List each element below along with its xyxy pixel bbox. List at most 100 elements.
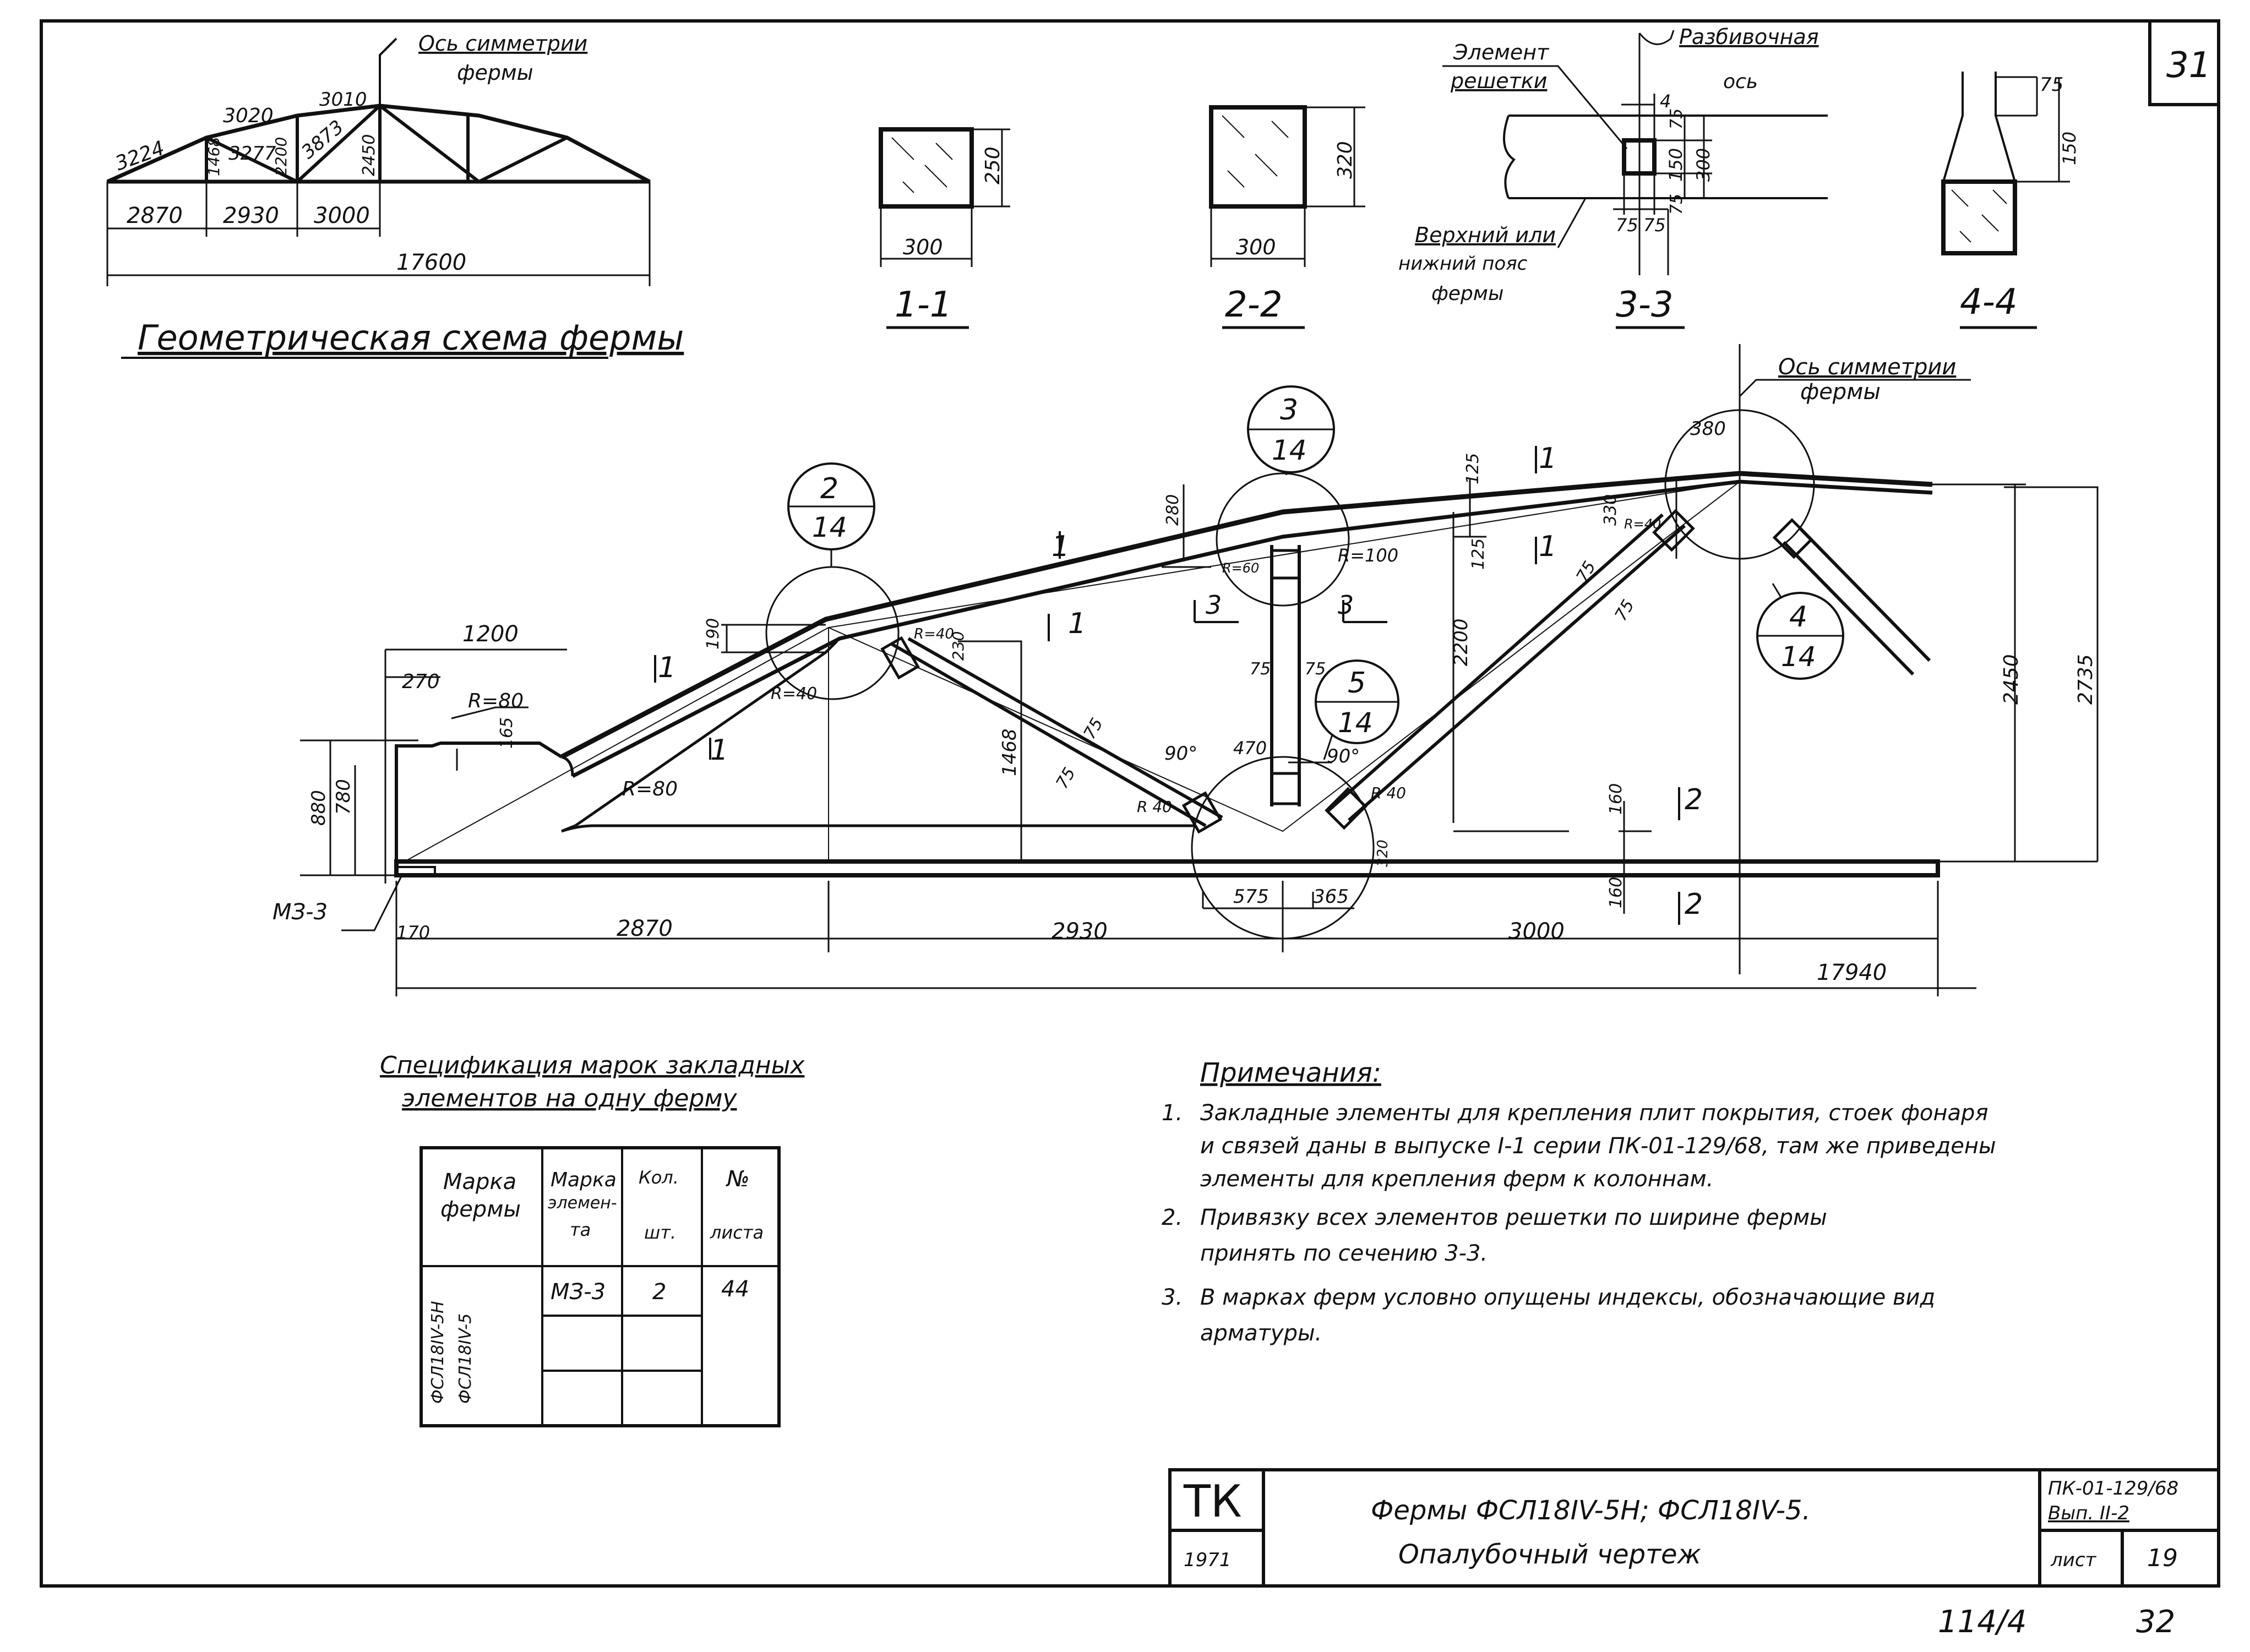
s33-d5: 75 [1616,215,1638,236]
dim-deg2: 90° [1327,745,1360,767]
geom-upper-2: 3020 [223,105,274,127]
dim-r40a: R=40 [771,684,817,704]
geom-title: Геометрическая схема фермы [138,318,684,358]
note-1-n: 1. [1162,1100,1183,1126]
s33-element-1: Элемент [1453,40,1550,64]
s44-d2: 150 [2059,132,2080,165]
geom-diag-1: 3277 [228,143,276,165]
s33-axis-2: ось [1723,70,1758,93]
dim-span-1: 2870 [617,916,673,941]
geom-axis-label-2: фермы [457,61,533,85]
dim-125b: 125 [1469,538,1488,570]
dim-r40b: R=40 [914,626,954,642]
notes-title: Примечания: [1200,1057,1381,1088]
section-1-1: 300 250 1-1 [879,127,1010,329]
callout-4-sheet: 14 [1781,641,1816,673]
callout-3-num: 3 [1280,394,1298,427]
note-3-l2: арматуры. [1200,1321,1322,1346]
dim-1200: 1200 [462,621,519,647]
bottom-page: 32 [2136,1604,2175,1640]
callout-3-sheet: 14 [1272,434,1307,466]
dim-75b: 75 [1611,596,1638,624]
spec-h2-2: элемен- [548,1193,617,1213]
geom-total: 17600 [396,250,466,275]
s44-d1: 75 [2040,74,2063,96]
s33-d3: 75 [1667,108,1686,129]
truss-elevation: 2 14 3 14 4 14 5 14 Ось симметрии фермы … [273,344,2099,996]
bottom-code: 114/4 [1938,1604,2026,1640]
dim-total: 17940 [1817,960,1887,985]
callout-2-sheet: 14 [812,511,847,543]
dim-165: 165 [497,717,516,749]
callout-2-num: 2 [820,472,838,505]
dim-r80a: R=80 [468,690,524,712]
dim-r40c: R=40 [1624,516,1661,532]
s22-w: 300 [1236,235,1276,259]
geom-span-1: 2870 [127,203,183,228]
spec-title-2: элементов на одну ферму [402,1084,738,1113]
dim-190: 190 [704,618,723,650]
note-3-l1: В марках ферм условно опущены индексы, о… [1200,1285,1935,1310]
callout-3-14: 3 14 [1247,385,1335,476]
geom-vert-3: 2450 [359,134,379,176]
stamp-org: ТК [1183,1476,1242,1527]
spec-sheet: 44 [721,1277,749,1302]
dim-320: 320 [1375,839,1391,867]
dim-r100: R=100 [1338,545,1398,566]
geom-span-2: 2930 [223,203,279,228]
spec-h4-2: листа [710,1222,764,1243]
note-1-l1: Закладные элементы для крепления плит по… [1200,1100,1989,1126]
dim-380: 380 [1690,418,1726,440]
cut-1c: 1 [710,734,728,767]
spec-h2-3: та [570,1219,591,1240]
spec-element: МЗ-3 [551,1279,606,1305]
spec-truss-mark-1: ФСЛ18IV-5Н [428,1301,448,1404]
callout-4-num: 4 [1789,601,1807,634]
geom-span-3: 3000 [314,203,370,228]
dim-780: 780 [333,779,355,815]
s33-chord-1: Верхний или [1415,223,1556,247]
stamp-year: 1971 [1184,1549,1232,1571]
s33-d6: 75 [1643,215,1666,236]
dim-span-2: 2930 [1052,919,1108,944]
dim-75a: 75 [1573,558,1600,586]
spec-title-1: Спецификация марок закладных [380,1051,805,1079]
s44-label: 4-4 [1960,282,2018,323]
spec-h1-1: Марка [443,1169,516,1195]
dim-125a: 125 [1463,453,1483,484]
dim-280: 280 [1163,494,1183,526]
spec-table: Спецификация марок закладных элементов н… [380,1051,805,1427]
notes: Примечания: 1. Закладные элементы для кр… [1162,1057,1996,1346]
truss-axis-label-2: фермы [1800,379,1881,405]
cut-1e: 1 [1539,442,1557,475]
s11-label: 1-1 [895,285,952,325]
dim-160b: 160 [1606,877,1626,908]
note-2-n: 2. [1162,1205,1183,1230]
stamp-series-2: Вып. II-2 [2048,1502,2129,1524]
dim-deg1: 90° [1164,743,1197,765]
dim-470: 470 [1233,738,1267,759]
cut-3b: 3 [1338,590,1354,620]
s33-label: 3-3 [1616,285,1674,325]
callout-5-num: 5 [1348,667,1366,700]
dim-1468: 1468 [999,728,1021,776]
stamp-sheet-no: 19 [2147,1544,2178,1572]
stamp-title-2: Опалубочный чертеж [1398,1539,1701,1570]
note-1-l2: и связей даны в выпуске I-1 серии ПК-01-… [1200,1133,1996,1159]
stamp-title-1: Фермы ФСЛ18IV-5Н; ФСЛ18IV-5. [1371,1495,1811,1526]
sheet-frame [40,19,2220,1588]
note-3-n: 3. [1162,1285,1183,1310]
spec-qty: 2 [652,1279,666,1305]
geom-upper-3: 3010 [319,89,367,111]
geom-vert-1: 1468 [205,137,223,176]
dim-r60: R=60 [1222,560,1259,576]
dim-270: 270 [402,670,440,693]
cut-2b: 2 [1685,888,1703,921]
spec-truss-mark-2: ФСЛ18IV-5 [456,1313,475,1404]
s33-chord-3: фермы [1431,282,1503,305]
dim-span-3: 3000 [1508,919,1565,944]
cut-1d: 1 [1068,607,1086,640]
spec-h1-2: фермы [440,1197,521,1222]
s33-axis-1: Разбивочная [1679,25,1819,49]
